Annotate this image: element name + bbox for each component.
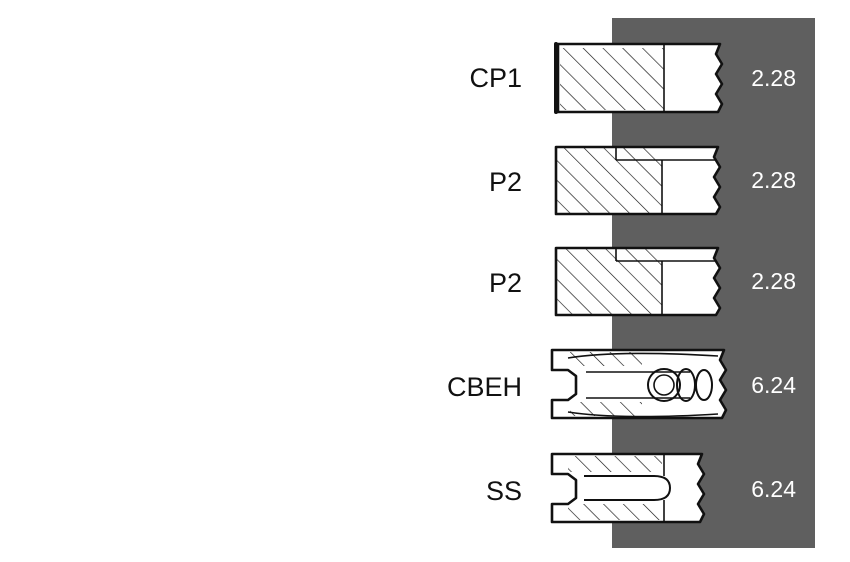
ring-label: CBEH — [447, 372, 522, 402]
ring-value: 2.28 — [751, 268, 796, 294]
compression-ring-icon — [554, 246, 722, 317]
ring-label: P2 — [489, 268, 522, 298]
ring-p2-lower: P2 2.28 — [489, 246, 796, 317]
ring-value: 2.28 — [751, 167, 796, 193]
oil-ring-icon — [550, 452, 706, 524]
compression-ring-icon — [554, 42, 724, 114]
ring-value: 6.24 — [751, 372, 796, 398]
ring-cbeh: CBEH 6.24 — [447, 348, 796, 420]
ring-value: 2.28 — [751, 65, 796, 91]
ring-label: P2 — [489, 167, 522, 197]
ring-ss: SS 6.24 — [486, 452, 796, 524]
compression-ring-icon — [554, 145, 722, 216]
ring-label: CP1 — [469, 63, 522, 93]
oil-ring-expander-icon — [550, 348, 728, 420]
ring-label: SS — [486, 476, 522, 506]
ring-p2-upper: P2 2.28 — [489, 145, 796, 216]
ring-value: 6.24 — [751, 476, 796, 502]
ring-cp1: CP1 2.28 — [469, 42, 796, 114]
